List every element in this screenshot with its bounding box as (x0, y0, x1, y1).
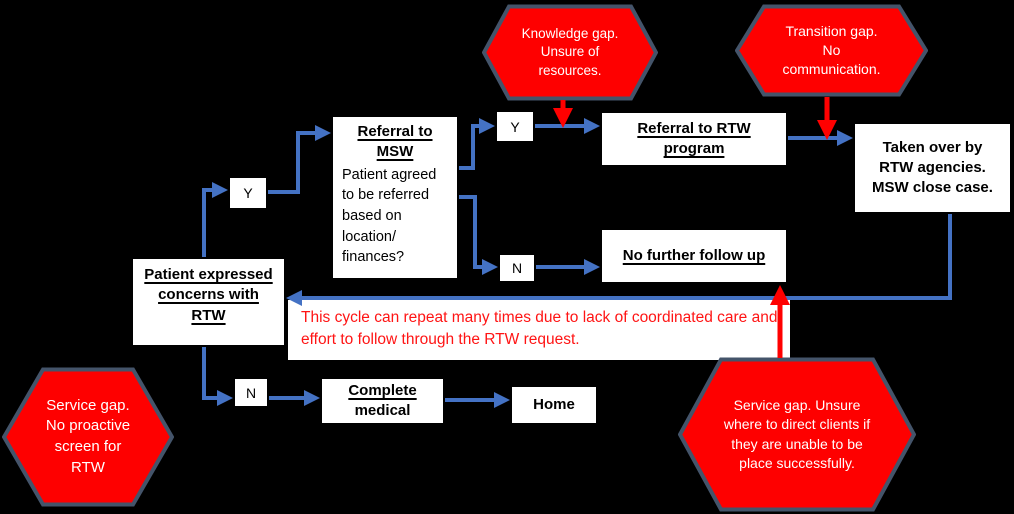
hexagon-shape-icon (2, 367, 174, 507)
decision-no-2-box: N (233, 377, 269, 408)
complete-medical-line2: medical (354, 402, 411, 419)
referral-to-msw-question: Patient agreed to be referred based on l… (342, 166, 437, 266)
no-follow-up-box: No further follow up (600, 228, 788, 284)
service-gap-right-hexagon: Service gap. Unsure where to direct clie… (678, 357, 916, 512)
taken-over-label: Taken over by RTW agencies. MSW close ca… (872, 138, 993, 197)
complete-medical-line1: Complete (348, 381, 417, 399)
decision-no-1-label: N (511, 260, 523, 276)
decision-yes-2-label: Y (510, 118, 520, 135)
referral-to-msw-title: Referral to MSW (357, 123, 433, 161)
service-gap-left-hexagon: Service gap. No proactive screen for RTW (2, 367, 174, 507)
referral-to-rtw-program-box: Referral to RTW program (600, 111, 788, 167)
service-gap-left-label: Service gap. No proactive screen for RTW (45, 396, 131, 476)
transition-gap-label: Transition gap. No communication. (782, 22, 881, 78)
home-box: Home (510, 385, 598, 425)
no-follow-up-label: No further follow up (622, 246, 766, 264)
decision-yes-1-box: Y (228, 176, 268, 210)
cycle-note-text: This cycle can repeat many times due to … (301, 309, 778, 349)
knowledge-gap-label: Knowledge gap. Unsure of resources. (521, 25, 619, 78)
service-gap-right-label: Service gap. Unsure where to direct clie… (723, 396, 871, 471)
transition-gap-hexagon: Transition gap. No communication. (735, 4, 928, 97)
patient-concerns-box: Patient expressed concerns with RTW (131, 257, 286, 347)
home-label: Home (533, 395, 575, 413)
decision-yes-2-box: Y (495, 110, 535, 143)
knowledge-gap-hexagon: Knowledge gap. Unsure of resources. (482, 4, 658, 101)
referral-to-rtw-program-label: Referral to RTW program (637, 119, 751, 157)
hexagon-shape-icon (678, 357, 916, 512)
patient-concerns-label: Patient expressed concerns with RTW (144, 266, 273, 324)
complete-medical-box: Complete medical (320, 377, 445, 425)
decision-no-1-box: N (498, 253, 536, 283)
decision-yes-1-label: Y (243, 185, 253, 201)
hexagon-shape-icon (735, 4, 928, 97)
decision-no-2-label: N (245, 384, 257, 401)
referral-to-msw-box: Referral to MSW Patient agreed to be ref… (331, 115, 459, 280)
taken-over-box: Taken over by RTW agencies. MSW close ca… (853, 122, 1012, 214)
cycle-note-box: This cycle can repeat many times due to … (288, 300, 790, 360)
hexagon-shape-icon (482, 4, 658, 101)
